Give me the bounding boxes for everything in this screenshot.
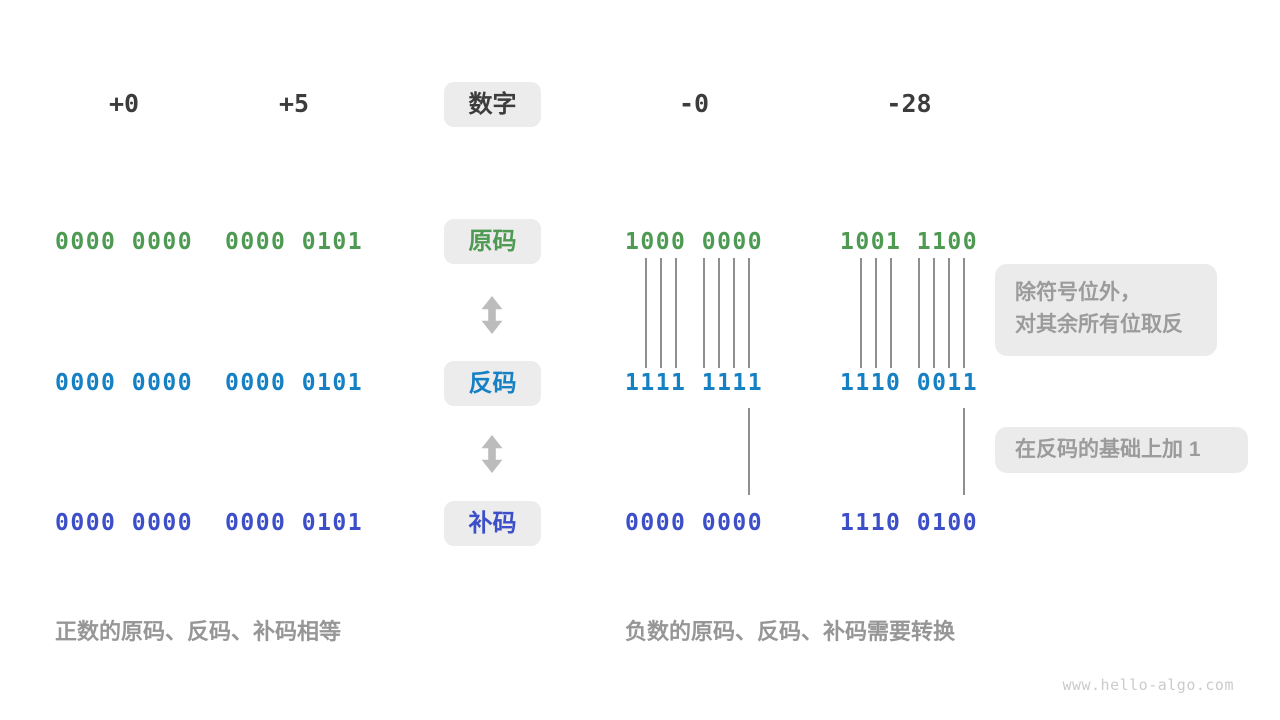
ones-complement-plus0: 0000 0000 bbox=[55, 370, 194, 396]
caption-positive-numbers: 正数的原码、反码、补码相等 bbox=[55, 619, 342, 644]
sign-magnitude-minus28: 1001 1100 bbox=[840, 229, 979, 255]
twos-complement-plus5: 0000 0101 bbox=[225, 510, 364, 536]
twos-complement-minus0: 0000 0000 bbox=[625, 510, 764, 536]
bit-flip-connector-line bbox=[660, 258, 662, 368]
bit-flip-connector-line bbox=[703, 258, 705, 368]
label-box-ones-complement: 反码 bbox=[444, 361, 541, 406]
label-box-number: 数字 bbox=[444, 82, 541, 127]
column-header-minus28: -28 bbox=[886, 89, 932, 118]
bit-flip-connector-line bbox=[733, 258, 735, 368]
twos-complement-plus0: 0000 0000 bbox=[55, 510, 194, 536]
up-down-arrow-icon bbox=[481, 296, 503, 334]
bit-flip-connector-line bbox=[890, 258, 892, 368]
add-one-connector-line bbox=[748, 408, 750, 495]
bit-flip-connector-line bbox=[718, 258, 720, 368]
bit-flip-connector-line bbox=[933, 258, 935, 368]
add-one-connector-line bbox=[963, 408, 965, 495]
bit-flip-connector-line bbox=[645, 258, 647, 368]
column-header-plus5: +5 bbox=[278, 89, 310, 118]
note-invert-line2: 对其余所有位取反 bbox=[1015, 313, 1183, 336]
column-header-plus0: +0 bbox=[108, 89, 140, 118]
sign-magnitude-plus5: 0000 0101 bbox=[225, 229, 364, 255]
bit-flip-connector-line bbox=[948, 258, 950, 368]
note-invert-line1: 除符号位外， bbox=[1015, 281, 1141, 304]
bit-flip-connector-line bbox=[748, 258, 750, 368]
label-box-sign-magnitude: 原码 bbox=[444, 219, 541, 264]
bit-flip-connector-line bbox=[918, 258, 920, 368]
twos-complement-minus28: 1110 0100 bbox=[840, 510, 979, 536]
ones-complement-minus0: 1111 1111 bbox=[625, 370, 764, 396]
sign-magnitude-minus0: 1000 0000 bbox=[625, 229, 764, 255]
bit-flip-connector-line bbox=[963, 258, 965, 368]
ones-complement-minus28: 1110 0011 bbox=[840, 370, 979, 396]
bit-flip-connector-line bbox=[860, 258, 862, 368]
bit-flip-connector-line bbox=[875, 258, 877, 368]
caption-negative-numbers: 负数的原码、反码、补码需要转换 bbox=[625, 619, 956, 644]
note-add-one: 在反码的基础上加 1 bbox=[995, 427, 1248, 473]
bit-flip-connector-line bbox=[675, 258, 677, 368]
column-header-minus0: -0 bbox=[678, 89, 710, 118]
note-invert-bits: 除符号位外， 对其余所有位取反 bbox=[995, 264, 1217, 356]
label-box-twos-complement: 补码 bbox=[444, 501, 541, 546]
watermark-url: www.hello-algo.com bbox=[1062, 676, 1234, 694]
up-down-arrow-icon bbox=[481, 435, 503, 473]
sign-magnitude-plus0: 0000 0000 bbox=[55, 229, 194, 255]
ones-complement-plus5: 0000 0101 bbox=[225, 370, 364, 396]
